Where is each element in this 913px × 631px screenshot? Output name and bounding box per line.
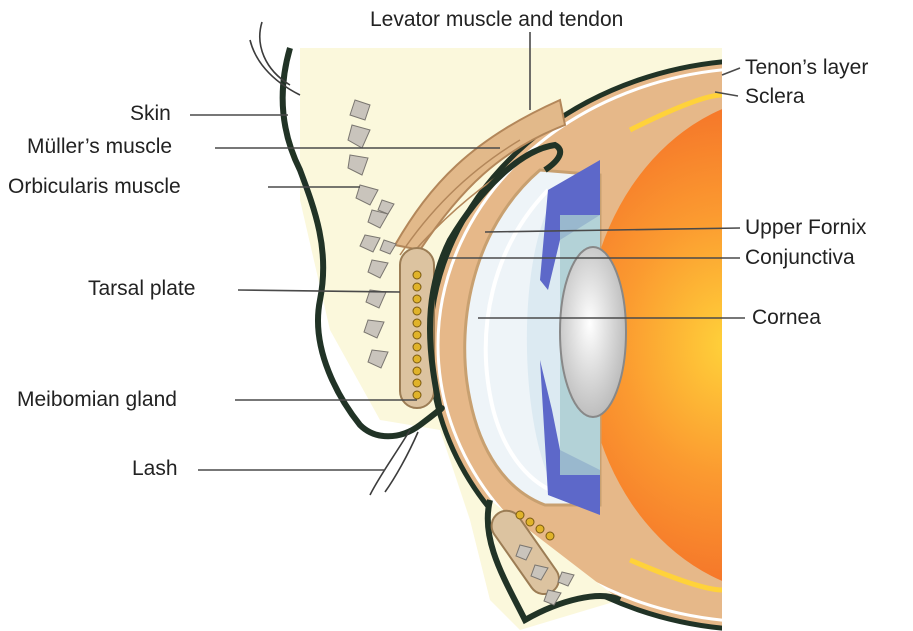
lens (560, 247, 626, 417)
meibomian-glands (413, 271, 421, 399)
label-tarsal-plate: Tarsal plate (88, 277, 195, 301)
label-lash: Lash (132, 457, 178, 481)
label-conjunctiva: Conjunctiva (745, 246, 855, 270)
skin-hairs (250, 22, 300, 95)
leader-tenon (722, 68, 740, 75)
label-sclera: Sclera (745, 85, 805, 109)
label-meibomian: Meibomian gland (17, 388, 177, 412)
label-muller: Müller’s muscle (27, 135, 172, 159)
label-upper-fornix: Upper Fornix (745, 216, 866, 240)
lashes (370, 430, 418, 495)
label-levator: Levator muscle and tendon (370, 8, 623, 32)
label-tenon: Tenon’s layer (745, 56, 868, 80)
label-skin: Skin (130, 102, 171, 126)
label-orbicularis: Orbicularis muscle (8, 175, 181, 199)
label-cornea: Cornea (752, 306, 821, 330)
